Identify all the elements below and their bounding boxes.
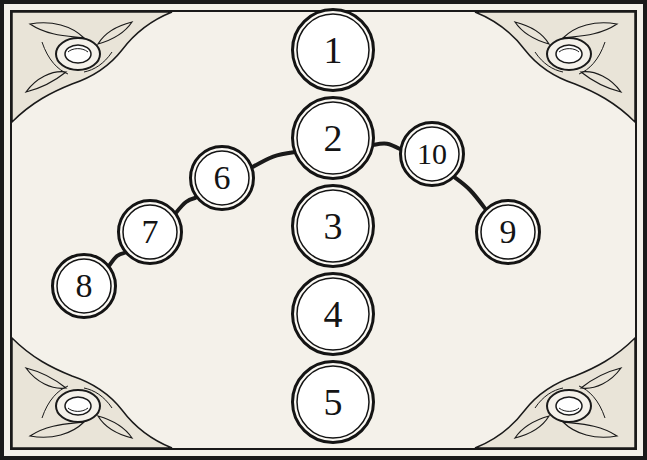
numbered-circle: 1 (291, 8, 375, 92)
inner-ring (297, 190, 369, 262)
circle-number: 5 (324, 383, 343, 421)
corner-ornament (12, 12, 172, 122)
arc-connector (253, 152, 293, 167)
outer-ring (293, 186, 374, 267)
outer-ring (293, 10, 374, 91)
circle-number: 1 (324, 31, 343, 69)
inner-frame (11, 11, 636, 449)
outer-ring (293, 98, 374, 179)
circle-number: 3 (324, 207, 343, 245)
inner-ring (297, 102, 369, 174)
circle-number: 2 (324, 119, 343, 157)
arc-connector (374, 143, 399, 148)
numbered-circle: 2 (291, 96, 375, 180)
inner-ring (297, 366, 369, 438)
numbered-circle: 9 (475, 199, 541, 265)
outer-ring (119, 201, 182, 264)
arc-connector (176, 198, 195, 212)
inner-ring (123, 205, 177, 259)
numbered-circle: 8 (51, 253, 117, 319)
circle-number: 8 (76, 269, 93, 303)
inner-ring (195, 151, 249, 205)
circle-number: 7 (142, 215, 159, 249)
circle-number: 10 (417, 139, 447, 169)
numbered-circle: 7 (117, 199, 183, 265)
inner-ring (57, 259, 111, 313)
numbered-circle: 4 (291, 272, 375, 356)
outer-ring (401, 123, 464, 186)
outer-ring (293, 362, 374, 443)
outer-ring (191, 147, 254, 210)
inner-ring (405, 127, 459, 181)
circle-number: 4 (324, 295, 343, 333)
numbered-circle: 10 (399, 121, 465, 187)
circle-number: 9 (500, 215, 517, 249)
inner-ring (481, 205, 535, 259)
outer-ring (53, 255, 116, 318)
inner-ring (297, 14, 369, 86)
arc-connector (110, 253, 125, 265)
circle-number: 6 (214, 161, 231, 195)
numbered-circle: 6 (189, 145, 255, 211)
numbered-circle: 3 (291, 184, 375, 268)
corner-ornament (12, 338, 172, 448)
numbered-circle: 5 (291, 360, 375, 444)
corner-ornament (475, 338, 635, 448)
outer-ring (477, 201, 540, 264)
corner-ornament (475, 12, 635, 122)
arc-connector (455, 178, 485, 209)
outer-ring (293, 274, 374, 355)
inner-ring (297, 278, 369, 350)
